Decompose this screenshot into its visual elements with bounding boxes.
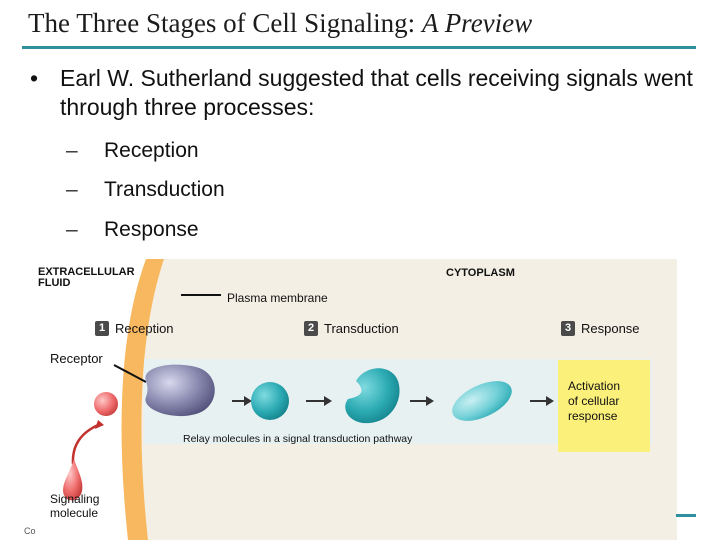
sub-item-transduction: – Transduction [66,178,225,202]
plasma-membrane-label: Plasma membrane [227,291,328,305]
cell-signaling-diagram: EXTRACELLULAR FLUID CYTOPLASM Plasma mem… [36,259,677,540]
bound-signaling-molecule [94,392,118,416]
step-label: Reception [115,321,174,336]
relay-molecule-2 [345,368,400,424]
receptor-leader-line [113,364,147,383]
response-box [558,360,650,452]
step-number: 2 [304,321,318,336]
binding-arrow-head [95,420,104,429]
relay-molecules-label: Relay molecules in a signal transduction… [183,433,413,445]
sub-item-label: Response [104,218,199,241]
binding-arrow-path [71,423,99,465]
dash: – [66,218,78,241]
step-label: Transduction [324,321,399,336]
copyright-fragment: Co [24,526,36,536]
footer-rule [676,514,696,517]
receptor-protein [145,364,215,417]
sub-item-response: – Response [66,218,199,242]
plasma-membrane-band [121,259,164,540]
relay-molecule-1 [251,382,289,420]
sub-item-label: Reception [104,139,199,162]
sub-item-label: Transduction [104,178,225,201]
title-italic: A Preview [421,8,533,38]
relay-arrow-2 [306,396,332,406]
activation-label: Activation of cellular response [568,379,621,423]
free-signaling-molecule [63,459,83,501]
step-reception: 1 Reception [95,321,174,336]
sub-item-reception: – Reception [66,139,199,163]
relay-arrow-3 [410,396,434,406]
relay-arrow-4 [530,396,554,406]
diagram-artwork [36,259,677,540]
step-number: 3 [561,321,575,336]
dash: – [66,139,78,162]
title-plain: The Three Stages of Cell Signaling: [28,8,422,38]
bullet-text: Earl W. Sutherland suggested that cells … [60,65,693,120]
receptor-label: Receptor [50,351,103,366]
extracellular-fluid-label: EXTRACELLULAR FLUID [38,266,135,289]
relay-molecule-3 [452,381,512,421]
slide-title: The Three Stages of Cell Signaling: A Pr… [28,8,532,39]
bullet-dot: • [30,65,39,91]
signaling-molecule-label: Signaling molecule [50,492,100,520]
step-number: 1 [95,321,109,336]
step-transduction: 2 Transduction [304,321,399,336]
title-rule [22,46,696,49]
step-response: 3 Response [561,321,640,336]
step-label: Response [581,321,640,336]
cytoplasm-label: CYTOPLASM [446,267,515,279]
relay-arrow-1 [232,396,252,406]
dash: – [66,178,78,201]
